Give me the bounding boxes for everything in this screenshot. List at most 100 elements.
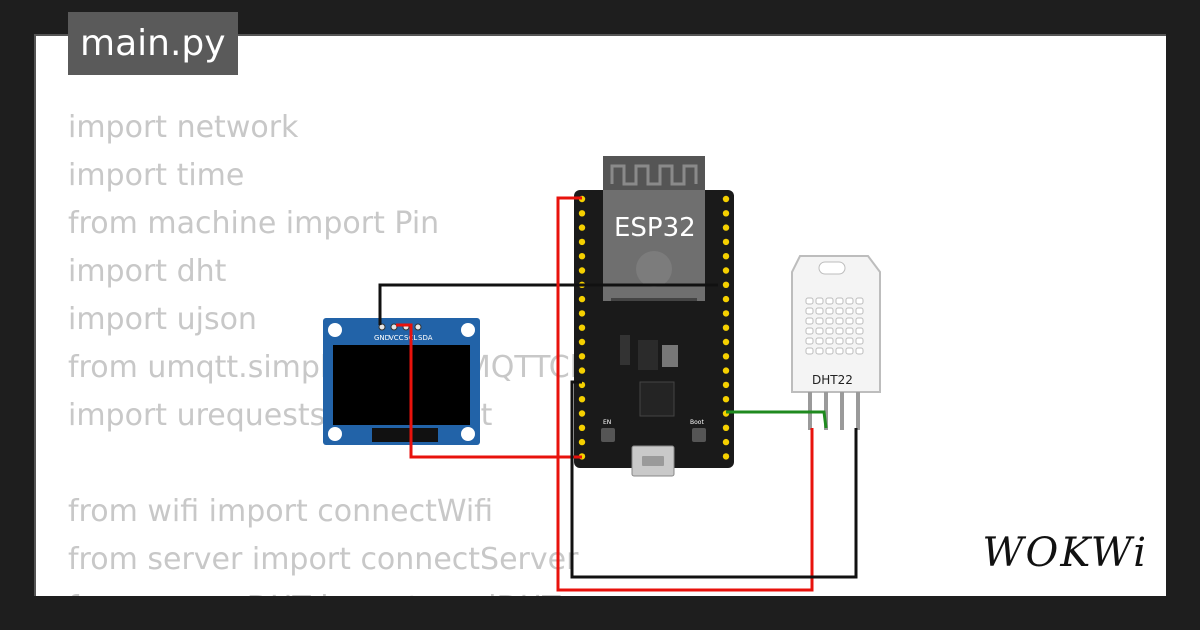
esp32-pin[interactable] <box>578 353 586 360</box>
esp32-pin[interactable] <box>722 324 730 331</box>
oled-display[interactable]: GND VCC SCL SDA <box>323 318 480 445</box>
wire-dht-data[interactable] <box>726 410 828 429</box>
smd-part <box>662 345 678 367</box>
esp32-pin[interactable] <box>578 424 586 431</box>
dht22-vent <box>825 307 834 315</box>
esp32-pin[interactable] <box>578 324 586 331</box>
dht22-sensor[interactable]: DHT22 <box>791 255 881 430</box>
oled-pin-gnd[interactable] <box>378 323 386 331</box>
esp32-pin[interactable] <box>722 224 730 231</box>
dht22-vent <box>855 327 864 335</box>
esp32-pin[interactable] <box>722 438 730 446</box>
dht22-vent <box>835 297 844 305</box>
code-line: from machine import Pin <box>68 206 440 241</box>
oled-pin-sda[interactable] <box>414 323 422 331</box>
esp32-pin[interactable] <box>578 210 586 217</box>
module-edge <box>611 298 697 301</box>
dht22-vent <box>815 297 824 305</box>
dht22-vent <box>825 297 834 305</box>
esp32-pin[interactable] <box>722 396 730 403</box>
esp32-left-pin-header <box>578 195 586 460</box>
code-line: import dht <box>68 254 227 289</box>
dht22-vent <box>815 307 824 315</box>
dht22-vent <box>855 317 864 325</box>
dht22-vent <box>805 337 814 345</box>
esp32-pin[interactable] <box>578 396 586 403</box>
esp32-pin[interactable] <box>722 338 730 346</box>
regulator-chip <box>638 340 658 370</box>
dht22-vent <box>855 347 864 355</box>
esp32-pin[interactable] <box>722 195 730 203</box>
esp32-board[interactable]: ESP32 EN Boot <box>574 156 734 477</box>
dht22-vent <box>805 317 814 325</box>
dht22-vent <box>805 327 814 335</box>
esp32-pin[interactable] <box>722 381 730 389</box>
en-label: EN <box>603 419 611 426</box>
dht22-vent <box>845 317 854 325</box>
boot-label: Boot <box>690 419 704 426</box>
dht22-vent <box>845 347 854 355</box>
dht22-vent <box>855 307 864 315</box>
dht22-vent <box>835 317 844 325</box>
esp32-pin[interactable] <box>722 210 730 217</box>
dht22-vent <box>835 337 844 345</box>
oled-pin-label-sda: SDA <box>418 334 433 342</box>
dht22-vent <box>845 337 854 345</box>
esp32-pin[interactable] <box>578 338 586 346</box>
mount-hole <box>461 427 475 441</box>
dht22-vent <box>845 327 854 335</box>
esp32-pin[interactable] <box>578 238 586 246</box>
dht22-body <box>791 255 881 393</box>
dht22-vent <box>845 307 854 315</box>
esp32-pin[interactable] <box>722 238 730 246</box>
esp32-pin[interactable] <box>578 224 586 231</box>
esp32-pin[interactable] <box>578 295 586 303</box>
dht22-vent <box>855 337 864 345</box>
espressif-logo-icon <box>636 251 672 287</box>
dht22-hole <box>818 261 846 275</box>
mount-hole <box>461 323 475 337</box>
esp32-pin[interactable] <box>722 267 730 274</box>
boot-button[interactable] <box>692 428 706 442</box>
code-line: from wifi import connectWifi <box>68 494 494 529</box>
antenna-trace <box>610 164 698 186</box>
wokwi-logo: WOKWi <box>982 530 1148 576</box>
esp32-pin[interactable] <box>722 367 730 374</box>
dht22-vent <box>815 317 824 325</box>
smd-part <box>620 335 630 365</box>
esp32-pin[interactable] <box>578 267 586 274</box>
esp32-right-pin-header <box>722 195 730 460</box>
esp32-pin[interactable] <box>722 281 730 288</box>
usb-port-slot <box>642 456 664 466</box>
esp32-pin[interactable] <box>722 253 730 260</box>
dht22-pin-gnd[interactable] <box>856 392 860 430</box>
dht22-vent <box>835 307 844 315</box>
wire-dht-vcc[interactable] <box>556 196 814 592</box>
esp32-pin[interactable] <box>722 424 730 431</box>
esp32-pin[interactable] <box>578 367 586 374</box>
wire-oled-gnd[interactable] <box>378 283 718 325</box>
esp32-pin[interactable] <box>722 453 730 460</box>
wire-dht-gnd[interactable] <box>570 380 858 579</box>
dht22-vent <box>815 337 824 345</box>
dht22-vent <box>845 297 854 305</box>
esp32-pin[interactable] <box>578 410 586 417</box>
file-tab[interactable]: main.py <box>68 12 238 75</box>
oled-pin-vcc[interactable] <box>390 323 398 331</box>
esp32-pin[interactable] <box>578 253 586 260</box>
esp32-label: ESP32 <box>614 213 696 243</box>
esp32-pin[interactable] <box>722 353 730 360</box>
esp32-pin[interactable] <box>578 438 586 446</box>
esp32-pin[interactable] <box>722 310 730 317</box>
wire-oled-vcc[interactable] <box>396 323 582 459</box>
esp32-pin[interactable] <box>722 295 730 303</box>
dht22-pin-data[interactable] <box>824 392 828 430</box>
code-line: import time <box>68 158 245 193</box>
dht22-vent-grid <box>805 297 864 355</box>
code-line: import ujson <box>68 302 257 337</box>
oled-screen <box>333 345 470 425</box>
esp32-pin[interactable] <box>578 310 586 317</box>
dht22-pin-nc[interactable] <box>840 392 844 430</box>
en-button[interactable] <box>601 428 615 442</box>
